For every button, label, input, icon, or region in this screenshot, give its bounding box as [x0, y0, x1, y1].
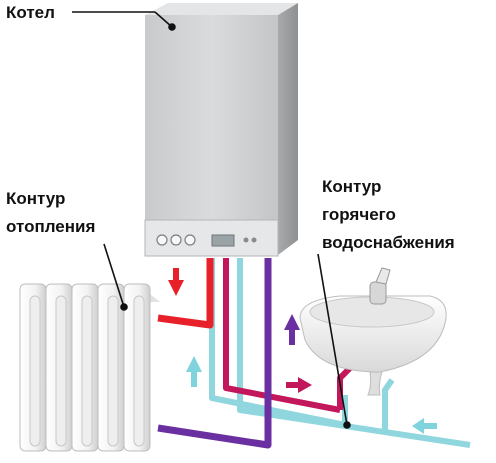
- indicator-icon: [251, 237, 257, 243]
- supply-arrow-icon: [168, 268, 184, 296]
- hot-water-circuit-label-line3: водоснабжения: [322, 233, 455, 252]
- heating-circuit-label-line1: Контур: [6, 189, 65, 208]
- knob-icon: [170, 234, 182, 246]
- sink: [299, 267, 447, 396]
- heating-circuit-label-line2: отопления: [6, 217, 95, 236]
- boiler-top: [145, 3, 298, 15]
- heating-supply-pipe: [157, 258, 214, 329]
- indicator-icon: [243, 237, 249, 243]
- hot-water-circuit-label-line2: горячего: [322, 205, 396, 224]
- boiler-side: [278, 3, 298, 255]
- hot-water-pipe: [223, 258, 353, 413]
- faucet-icon: [369, 267, 391, 305]
- knob-icon: [184, 234, 196, 246]
- return-arrow-icon: [284, 314, 300, 345]
- boiler-label: Котел: [6, 3, 55, 22]
- leader-lines: [72, 11, 351, 429]
- boiler-front: [145, 15, 278, 220]
- boiler: [144, 3, 298, 257]
- cold-water-arrow-icon: [186, 356, 202, 387]
- display-icon: [211, 234, 235, 247]
- hot-water-circuit-label-line1: Контур: [322, 177, 381, 196]
- hot-water-arrow-icon: [286, 377, 312, 393]
- radiator: [19, 283, 160, 452]
- knob-icon: [156, 234, 168, 246]
- cold-water-inlet-arrow-icon: [412, 418, 437, 434]
- heating-return-pipe: [157, 258, 272, 449]
- boiler-knobs: [156, 234, 196, 246]
